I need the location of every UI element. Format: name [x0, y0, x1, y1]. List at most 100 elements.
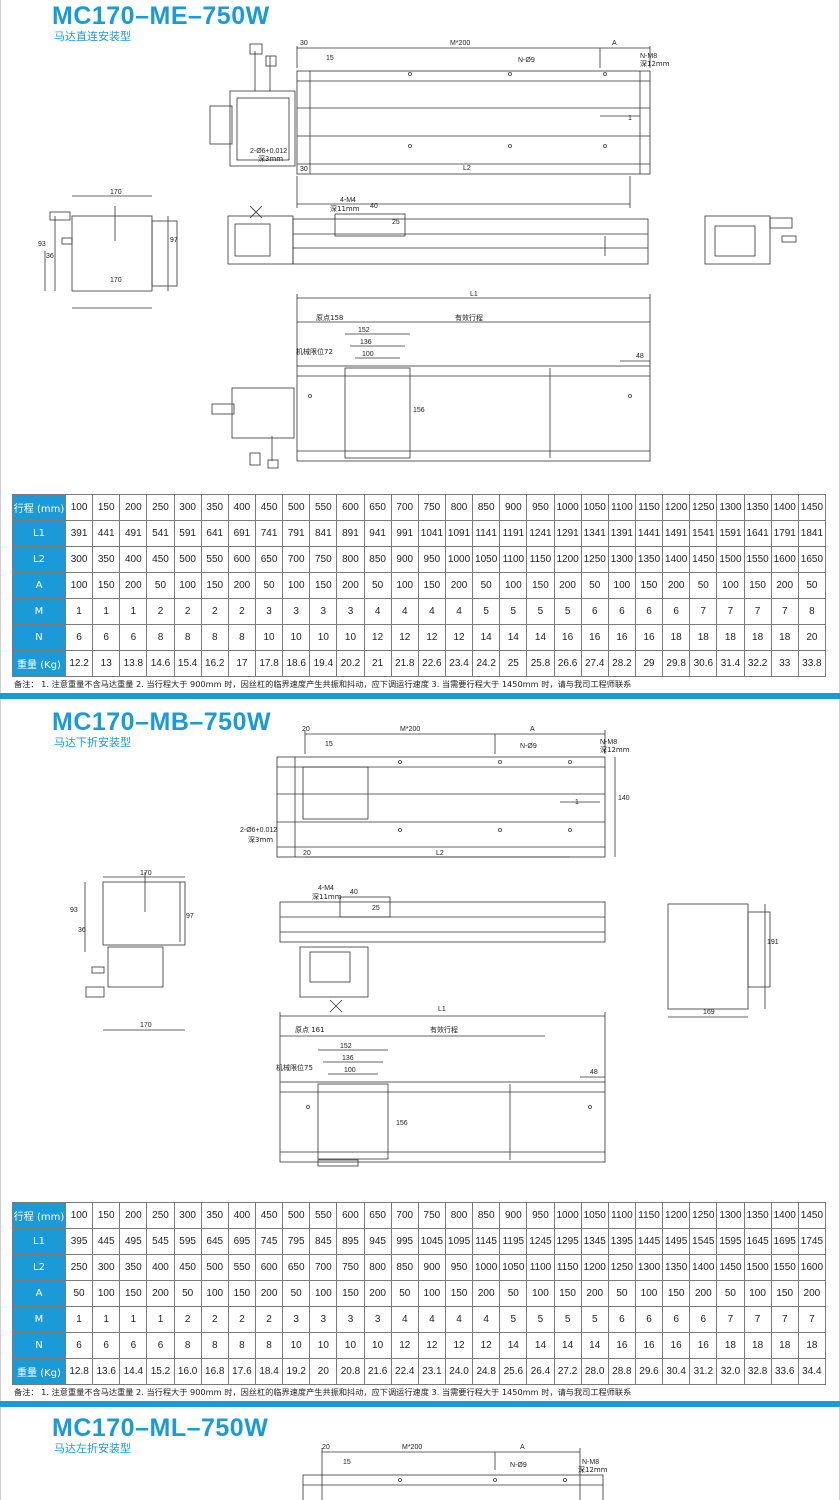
table-cell: 16.2 [200, 650, 229, 677]
mb-dim-depth11: 深11mm [312, 892, 342, 901]
table-cell: 691 [227, 520, 256, 547]
table-cell: 1450 [797, 494, 827, 521]
mb-dim-origin161: 原点 161 [295, 1026, 325, 1034]
table-cell: 200 [472, 1280, 501, 1307]
table-cell: 841 [309, 520, 338, 547]
table-cell: 1250 [580, 546, 609, 573]
table-cell: 25.8 [526, 650, 555, 677]
table-cell: 18 [770, 1332, 799, 1359]
table-cell: 1545 [689, 1228, 718, 1255]
drawing-ml: 20 M*200 A 15 N-Ø9 N-M8 深12mm [302, 1444, 608, 1500]
dim-40: 40 [370, 203, 378, 210]
table-cell: 24.2 [472, 650, 501, 677]
row-header: L1 [12, 1228, 66, 1255]
dim-170-front-bottom: 170 [110, 277, 122, 284]
ml-dim-n-o9: N-Ø9 [510, 1462, 527, 1469]
table-cell: 1350 [634, 546, 664, 573]
table-cell: 1150 [634, 1202, 664, 1229]
table-cell: 8 [173, 624, 202, 651]
dim-4-m4: 4-M4 [340, 197, 356, 204]
table-cell: 150 [553, 1280, 582, 1307]
table-cell: 1295 [553, 1228, 582, 1255]
table-cell: 8 [173, 1332, 202, 1359]
table-cell: 2 [227, 598, 256, 625]
table-cell: 795 [282, 1228, 311, 1255]
dim-a: A [612, 40, 617, 47]
table-cell: 12 [390, 1332, 419, 1359]
table-cell: 100 [526, 1280, 555, 1307]
table-cell: 50 [797, 572, 827, 599]
table-cell: 50 [390, 1280, 419, 1307]
table-cell: 950 [417, 546, 446, 573]
table-cell: 1345 [580, 1228, 609, 1255]
table-cell: 100 [92, 1280, 121, 1307]
table-cell: 6 [634, 1306, 664, 1333]
table-cell: 1441 [634, 520, 664, 547]
table-cell: 18 [743, 1332, 772, 1359]
table-cell: 18 [770, 624, 799, 651]
table-cell: 20 [797, 624, 827, 651]
mb-dim-mech-limit75: 机械限位75 [276, 1063, 313, 1072]
table-cell: 50 [580, 572, 609, 599]
dim-1: 1 [628, 115, 632, 122]
table-cell: 1450 [797, 1202, 827, 1229]
table-cell: 1400 [689, 1254, 718, 1281]
row-header: L1 [12, 520, 66, 547]
table-cell: 650 [254, 546, 284, 573]
dim-170-front-top: 170 [110, 189, 122, 196]
table-cell: 12 [444, 1332, 474, 1359]
table-cell: 6 [146, 1332, 175, 1359]
section-subtitle-mb: 马达下折安装型 [54, 736, 131, 749]
table-cell: 8 [254, 1332, 284, 1359]
table-cell: 1000 [553, 494, 582, 521]
table-cell: 23.4 [444, 650, 474, 677]
table-cell: 1400 [770, 1202, 799, 1229]
table-cell: 200 [689, 1280, 718, 1307]
table-cell: 28.2 [607, 650, 636, 677]
table-cell: 12 [417, 624, 446, 651]
section-title-ml: MC170–ML–750W [52, 1414, 269, 1442]
table-cell: 1591 [716, 520, 745, 547]
table-cell: 800 [444, 494, 474, 521]
table-cell: 950 [526, 494, 555, 521]
table-cell: 250 [64, 1254, 94, 1281]
table-cell: 150 [662, 1280, 691, 1307]
table-cell: 1300 [634, 1254, 664, 1281]
table-cell: 21.8 [390, 650, 419, 677]
table-cell: 50 [146, 572, 175, 599]
dim-36: 36 [46, 253, 54, 260]
table-cell: 1045 [417, 1228, 446, 1255]
table-cell: 700 [390, 494, 419, 521]
table-cell: 1350 [743, 494, 772, 521]
table-cell: 3 [282, 1306, 311, 1333]
table-cell: 6 [64, 1332, 94, 1359]
table-cell: 1245 [526, 1228, 555, 1255]
table-cell: 150 [200, 572, 229, 599]
dim-30-top: 30 [300, 40, 308, 47]
table-cell: 13 [92, 650, 121, 677]
table-cell: 645 [200, 1228, 229, 1255]
table-cell: 200 [119, 1202, 148, 1229]
table-cell: 21 [363, 650, 392, 677]
table-cell: 600 [254, 1254, 284, 1281]
table-cell: 6 [662, 1306, 691, 1333]
row-header: A [12, 572, 66, 599]
mb-dim-100: 100 [344, 1067, 356, 1074]
table-cell: 1041 [417, 520, 446, 547]
table-cell: 895 [336, 1228, 365, 1255]
table-cell: 1050 [580, 494, 609, 521]
table-cell: 10 [336, 624, 365, 651]
table-cell: 1200 [580, 1254, 609, 1281]
mb-dim-20-bottom: 20 [303, 850, 311, 857]
table-cell: 1095 [444, 1228, 474, 1255]
section-title-mb: MC170–MB–750W [52, 708, 272, 736]
table-cell: 2 [173, 1306, 202, 1333]
table-cell: 15.4 [173, 650, 202, 677]
table-cell: 10 [254, 624, 284, 651]
mb-dim-m200: M*200 [400, 726, 420, 733]
